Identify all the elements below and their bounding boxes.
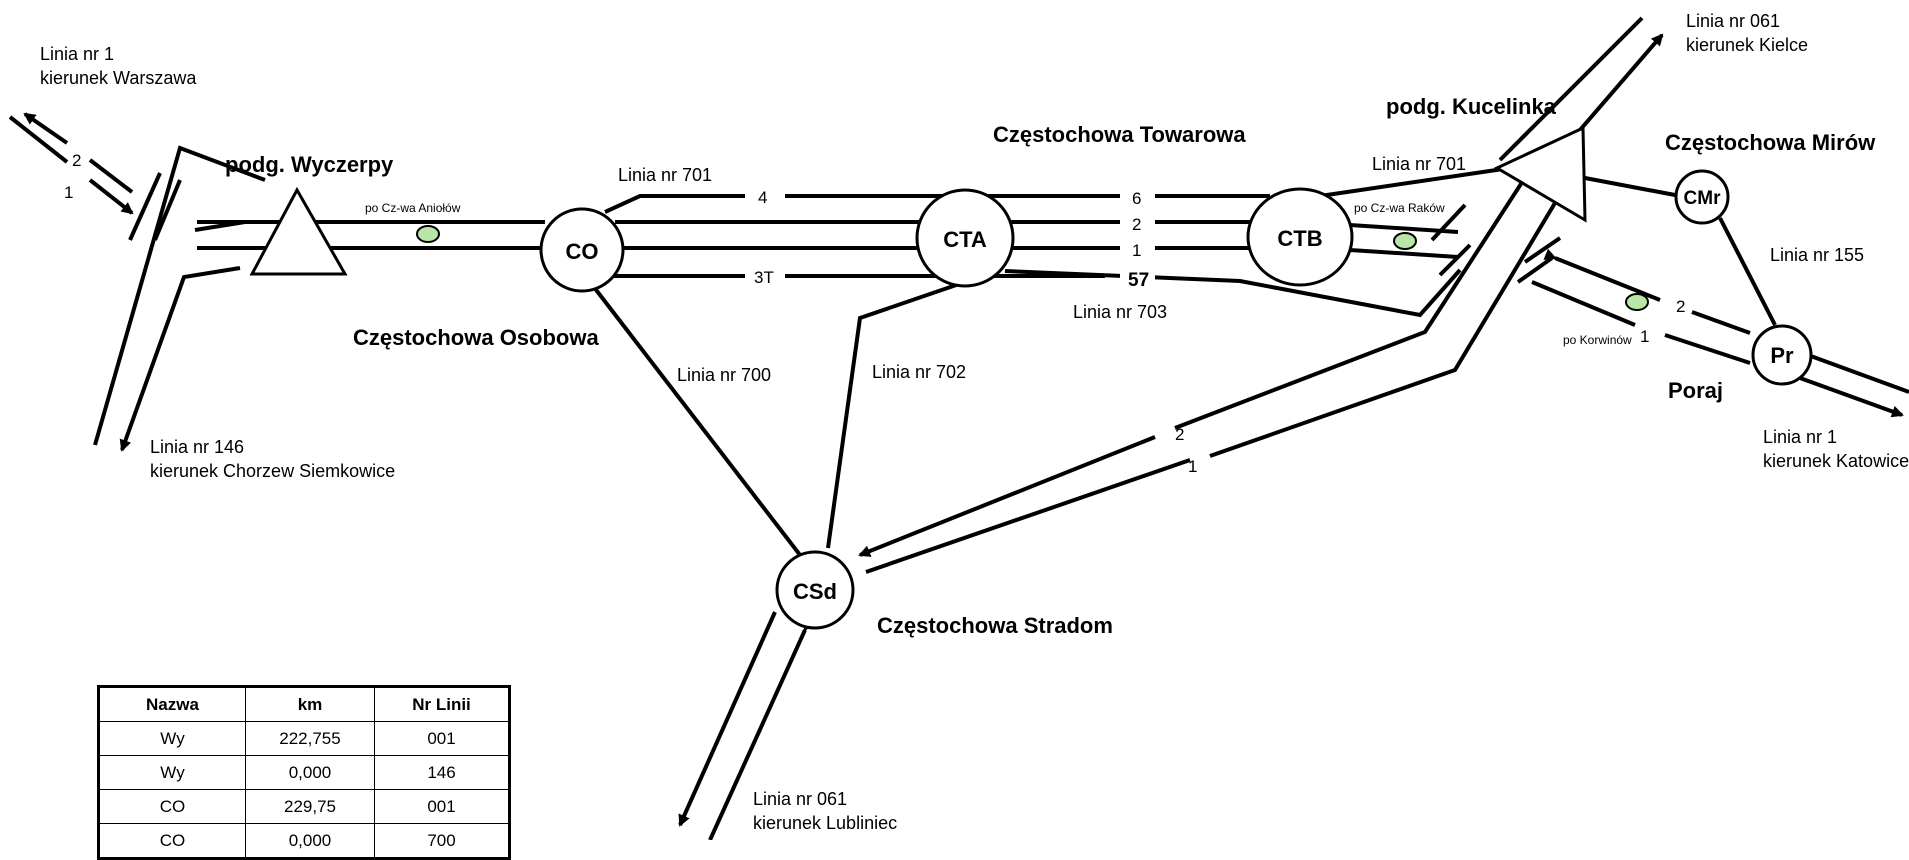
station-cmr[interactable]: CMr [1674,169,1730,225]
main-tracks-wy-co [197,220,545,250]
line-label-155: Linia nr 155 [1770,245,1864,265]
track-label-w1: 1 [64,183,73,202]
kilometer-table: Nazwa km Nr Linii Wy 222,755 001 Wy 0,00… [97,685,511,860]
track-label-t1: 1 [1132,241,1141,260]
table-header-nazwa: Nazwa [98,686,246,722]
line-label-701-b: Linia nr 701 [1372,154,1466,174]
direction-kielce-line: Linia nr 061 [1686,11,1780,31]
table-row: CO 229,75 001 [98,789,510,824]
line-label-700: Linia nr 700 [677,365,771,385]
tracks-cta-ctb: 6 2 1 57 [1004,186,1462,318]
direction-lubliniec-line: Linia nr 061 [753,789,847,809]
station-name-cta: Częstochowa Towarowa [993,122,1246,147]
station-code-csd: CSd [793,579,837,604]
table-cell: 700 [374,823,510,859]
station-csd[interactable]: CSd [775,550,855,630]
track-label-s1: 1 [1188,457,1197,476]
signal-korwinow [1625,293,1649,311]
signal-label-rakow: po Cz-wa Raków [1354,201,1445,215]
signal-label-aniolow: po Cz-wa Aniołów [365,201,461,215]
track-label-t3t: 3T [754,268,774,287]
table-cell: 0,000 [245,755,375,790]
signal-label-korwinow: po Korwinów [1563,333,1632,347]
track-label-p1: 1 [1640,327,1649,346]
direction-chorzew-dir: kierunek Chorzew Siemkowice [150,461,395,481]
line-chorzew [93,145,266,452]
station-name-co: Częstochowa Osobowa [353,325,599,350]
station-code-ctb: CTB [1277,226,1322,251]
table-cell: Wy [98,755,246,790]
table-row: CO 0,000 700 [98,823,510,859]
station-cta[interactable]: CTA [915,188,1015,288]
table-cell: 229,75 [245,789,375,824]
track-label-t2: 2 [1132,215,1141,234]
railway-track-diagram: 2 1 4 3T 6 2 1 [8,11,1909,840]
track-label-t6: 6 [1132,189,1141,208]
direction-katowice-dir: kierunek Katowice [1763,451,1909,471]
table-cell: CO [98,823,246,859]
line-katowice: 2 1 [1531,248,1909,418]
line-label-701-a: Linia nr 701 [618,165,712,185]
junction-kucelinka-triangle [1493,125,1587,223]
track-label-t4: 4 [758,188,767,207]
track-label-p2: 2 [1676,297,1685,316]
line-label-703: Linia nr 703 [1073,302,1167,322]
station-ctb[interactable]: CTB [1246,187,1354,287]
line-lubliniec [678,611,815,840]
table-cell: 001 [374,789,510,824]
line-155 [1584,176,1777,326]
tracks-ctb-kucelinka [1319,166,1511,277]
station-code-cta: CTA [943,227,987,252]
station-co[interactable]: CO [539,207,625,293]
table-cell: 0,000 [245,823,375,859]
direction-lubliniec-dir: kierunek Lubliniec [753,813,897,833]
junction-wyczerpy-triangle [249,186,348,276]
table-row: Wy 222,755 001 [98,721,510,756]
station-code-cmr: CMr [1684,188,1722,209]
direction-warszawa-dir: kierunek Warszawa [40,68,197,88]
signal-rakow [1393,232,1417,250]
direction-kielce-dir: kierunek Kielce [1686,35,1808,55]
station-name-kucelinka: podg. Kucelinka [1386,94,1557,119]
table-header-km: km [245,686,375,722]
table-cell: 001 [374,721,510,756]
table-cell: 222,755 [245,721,375,756]
line-warszawa-approach: 2 1 [8,112,182,241]
table-header-row: Nazwa km Nr Linii [98,686,510,722]
table-cell: CO [98,789,246,824]
station-code-co: CO [566,239,599,264]
track-label-s2: 2 [1175,425,1184,444]
direction-katowice-line: Linia nr 1 [1763,427,1837,447]
line-kielce [1498,16,1664,162]
table-row: Wy 0,000 146 [98,755,510,790]
station-name-cmr: Częstochowa Mirów [1665,130,1876,155]
table-header-nr-linii: Nr Linii [374,686,510,722]
station-code-pr: Pr [1770,343,1794,368]
direction-warszawa-line: Linia nr 1 [40,44,114,64]
signal-aniolow [416,225,440,243]
line-kucelinka-stradom: 2 1 [858,168,1562,574]
table-cell: Wy [98,721,246,756]
line-label-702: Linia nr 702 [872,362,966,382]
track-label-w2: 2 [72,151,81,170]
direction-chorzew-line: Linia nr 146 [150,437,244,457]
table-cell: 146 [374,755,510,790]
station-name-csd: Częstochowa Stradom [877,613,1113,638]
line-700-702 [588,280,966,557]
track-label-t57: 57 [1128,270,1149,291]
station-name-wyczerpy: podg. Wyczerpy [225,152,394,177]
station-pr[interactable]: Pr [1751,324,1813,386]
station-name-pr: Poraj [1668,378,1723,403]
